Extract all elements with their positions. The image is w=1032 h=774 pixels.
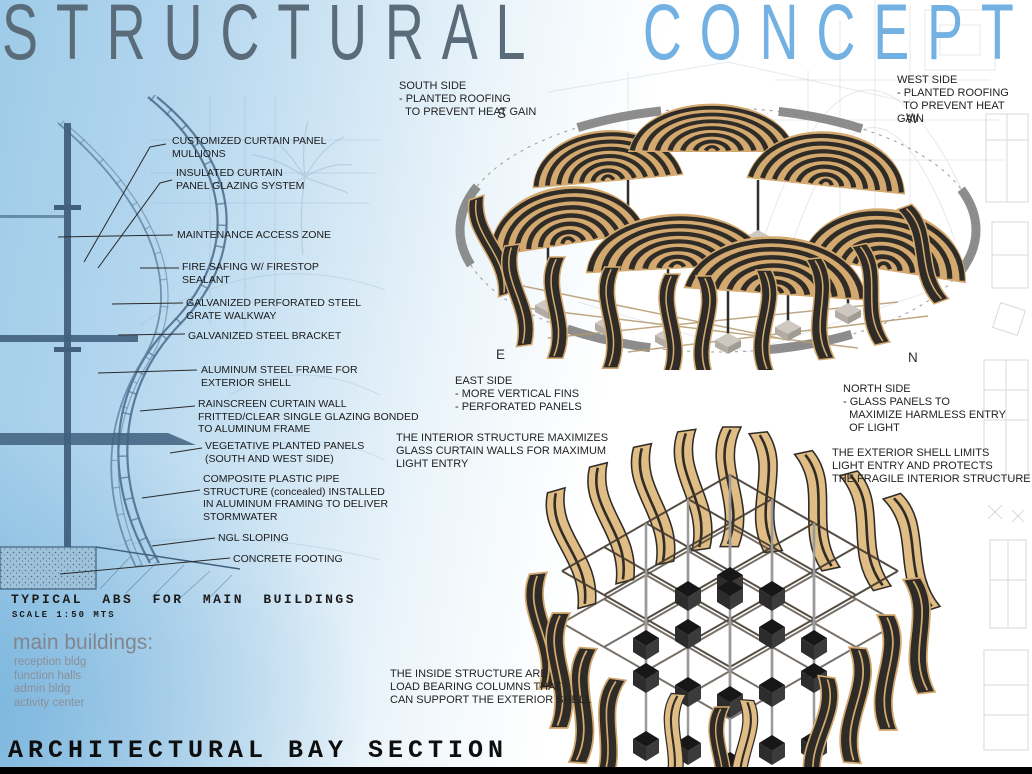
callout-rainscreen-wall: RAINSCREEN CURTAIN WALL FRITTED/CLEAR SI… [198, 398, 419, 435]
main-buildings-item: reception bldg [14, 656, 87, 668]
callout-concrete-footing: CONCRETE FOOTING [233, 553, 343, 565]
callout-curtain-panel-mullions: CUSTOMIZED CURTAIN PANEL MULLIONS [172, 135, 327, 160]
callout-grate-walkway: GALVANIZED PERFORATED STEEL GRATE WALKWA… [186, 297, 362, 322]
footer-bar [0, 767, 1032, 774]
background-sketch-plans [983, 113, 1029, 751]
compass-label-east: E [496, 347, 506, 362]
annotation-interior-structure: THE INTERIOR STRUCTURE MAXIMIZES GLASS C… [396, 432, 609, 470]
beam-grid [561, 474, 899, 720]
annotation-inside-structure: THE INSIDE STRUCTURE ARE LOAD BEARING CO… [390, 668, 592, 706]
main-buildings-list: reception bldg function halls admin bldg… [14, 656, 86, 710]
compass-label-north: N [908, 350, 918, 365]
footer-caption: ARCHITECTURAL BAY SECTION [8, 736, 509, 765]
section-heading: TYPICAL ABS FOR MAIN BUILDINGS [11, 592, 357, 607]
facade-ribbons [463, 193, 953, 370]
main-buildings-item: admin bldg [14, 683, 71, 695]
canopy-roofs [478, 104, 977, 301]
annotation-exterior-shell: THE EXTERIOR SHELL LIMITS LIGHT ENTRY AN… [832, 447, 1031, 485]
callout-aluminum-frame: ALUMINUM STEEL FRAME FOR EXTERIOR SHELL [201, 364, 358, 389]
callout-vegetative-panels: VEGETATIVE PLANTED PANELS (SOUTH AND WES… [205, 440, 365, 465]
ground-beams [502, 281, 929, 353]
rainscreen-curve [57, 120, 169, 569]
annotation-east-side: EAST SIDE - MORE VERTICAL FINS - PERFORA… [455, 375, 582, 413]
callout-maintenance-zone: MAINTENANCE ACCESS ZONE [177, 229, 332, 241]
callout-insulated-glazing: INSULATED CURTAIN PANEL GLAZING SYSTEM [176, 167, 305, 192]
callout-ngl-sloping: NGL SLOPING [218, 532, 289, 544]
compass-ring [455, 103, 981, 357]
callout-fire-safing: FIRE SAFING W/ FIRESTOP SEALANT [182, 261, 319, 286]
compass-label-south: S [497, 106, 507, 121]
title-structural: STRUCTURAL [2, 0, 544, 76]
main-buildings-item: activity center [14, 696, 85, 709]
annotation-west-side: WEST SIDE - PLANTED ROOFING TO PREVENT H… [897, 74, 1009, 125]
main-buildings-item: function halls [14, 669, 82, 682]
sketch-wireframe [547, 61, 929, 353]
title-concept: CONCEPT [643, 0, 1032, 76]
annotation-south-side: SOUTH SIDE - PLANTED ROOFING TO PREVENT … [399, 80, 537, 118]
section-scale: SCALE 1:50 MTS [12, 610, 116, 620]
callout-steel-bracket: GALVANIZED STEEL BRACKET [188, 330, 342, 342]
column-and-plates [0, 123, 196, 547]
load-bearing-columns [633, 475, 827, 770]
compass-label-west: W [906, 111, 919, 126]
callout-plastic-pipe: COMPOSITE PLASTIC PIPE STRUCTURE (concea… [203, 473, 389, 523]
columns [535, 172, 861, 354]
main-buildings-title: main buildings: [13, 631, 154, 654]
annotation-north-side: NORTH SIDE - GLASS PANELS TO MAXIMIZE HA… [843, 383, 1007, 434]
